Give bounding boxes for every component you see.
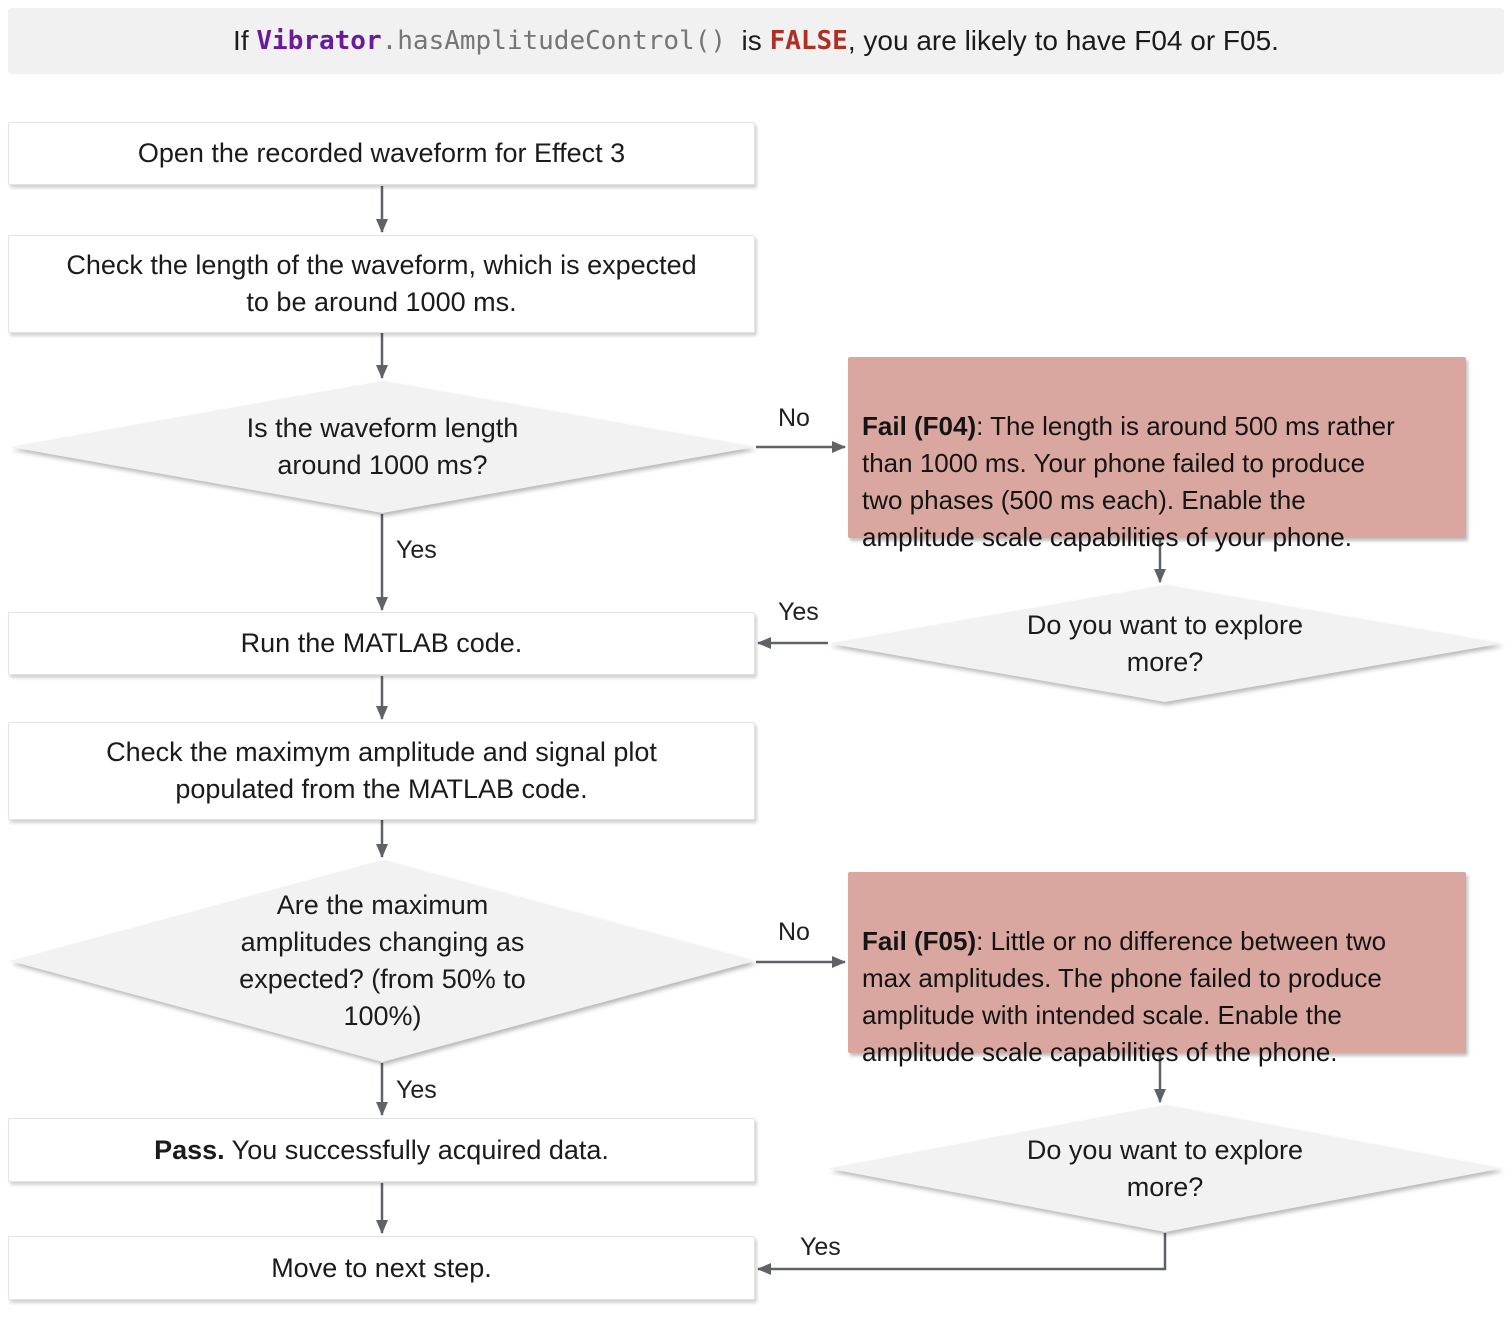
banner: If Vibrator.hasAmplitudeControl() is FAL… bbox=[8, 8, 1504, 74]
node-move-next: Move to next step. bbox=[8, 1236, 755, 1300]
node-check-amplitude: Check the maximym amplitude and signal p… bbox=[8, 722, 755, 820]
edge-label-no-length: No bbox=[778, 404, 810, 432]
node-move-next-label: Move to next step. bbox=[271, 1252, 492, 1283]
node-fail-f04-rest: : The length is around 500 ms rather tha… bbox=[862, 411, 1395, 552]
node-explore-more-1: Do you want to explore more? bbox=[828, 585, 1502, 702]
node-pass-label: Pass. You successfully acquired data. bbox=[154, 1132, 609, 1169]
node-explore-more-2: Do you want to explore more? bbox=[828, 1105, 1502, 1232]
node-explore-more-2-label: Do you want to explore more? bbox=[1026, 1134, 1304, 1202]
node-decision-length: Is the waveform length around 1000 ms? bbox=[10, 381, 755, 513]
edge-label-yes-length: Yes bbox=[396, 536, 437, 564]
node-open-waveform-label: Open the recorded waveform for Effect 3 bbox=[137, 138, 626, 168]
node-decision-amplitude: Are the maximum amplitudes changing as e… bbox=[10, 860, 755, 1062]
node-pass-rest: You successfully acquired data. bbox=[224, 1134, 609, 1165]
node-decision-amplitude-label: Are the maximum amplitudes changing as e… bbox=[239, 890, 526, 1031]
banner-code-false: FALSE bbox=[769, 26, 848, 56]
edge-label-yes-explore-2: Yes bbox=[800, 1233, 841, 1261]
banner-code-method: .hasAmplitudeControl() bbox=[381, 26, 726, 56]
node-fail-f05: Fail (F05): Little or no difference betw… bbox=[848, 872, 1466, 1067]
node-check-length: Check the length of the waveform, which … bbox=[8, 235, 755, 333]
node-check-length-label: Check the length of the waveform, which … bbox=[66, 250, 697, 317]
banner-suffix: , you are likely to have F04 or F05. bbox=[847, 25, 1279, 56]
node-fail-f05-bold: Fail (F05) bbox=[862, 926, 977, 956]
banner-prefix: If bbox=[233, 25, 257, 56]
node-run-matlab: Run the MATLAB code. bbox=[8, 612, 755, 675]
node-fail-f04: Fail (F04): The length is around 500 ms … bbox=[848, 357, 1466, 552]
edge-label-yes-explore-1: Yes bbox=[778, 598, 819, 626]
node-run-matlab-label: Run the MATLAB code. bbox=[240, 628, 523, 658]
node-decision-length-label: Is the waveform length around 1000 ms? bbox=[246, 413, 519, 480]
banner-code-class: Vibrator bbox=[256, 26, 382, 56]
banner-middle: is bbox=[726, 25, 770, 56]
node-fail-f05-rest: : Little or no difference between two ma… bbox=[862, 926, 1387, 1067]
edge-label-no-amplitude: No bbox=[778, 918, 810, 946]
edge-label-yes-amplitude: Yes bbox=[396, 1076, 437, 1104]
node-fail-f04-bold: Fail (F04) bbox=[862, 411, 977, 441]
node-pass-bold: Pass. bbox=[154, 1134, 225, 1165]
node-pass: Pass. You successfully acquired data. bbox=[8, 1118, 755, 1182]
node-explore-more-1-label: Do you want to explore more? bbox=[1026, 609, 1304, 677]
node-check-amplitude-label: Check the maximym amplitude and signal p… bbox=[106, 737, 657, 804]
node-open-waveform: Open the recorded waveform for Effect 3 bbox=[8, 122, 755, 185]
